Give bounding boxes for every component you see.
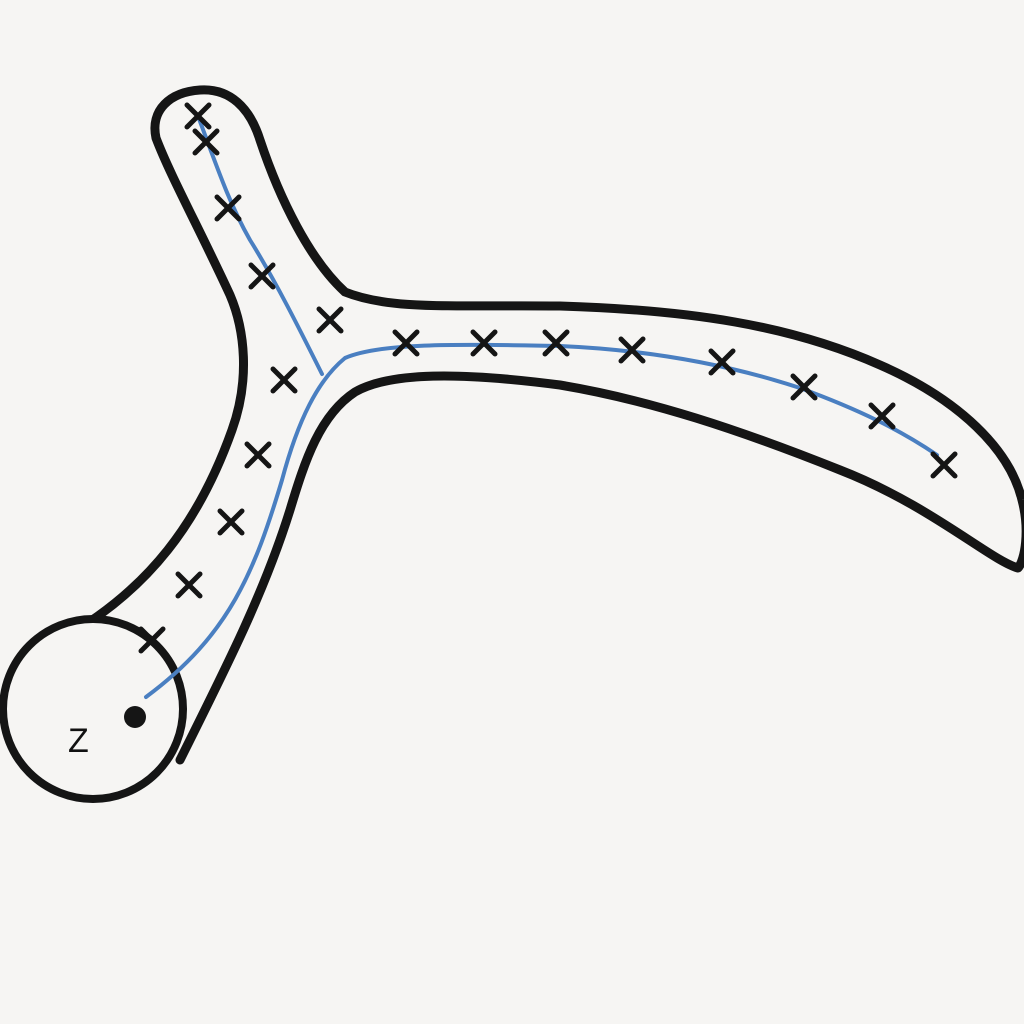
x-mark-stroke: [184, 102, 212, 130]
x-mark-stroke: [270, 366, 298, 394]
x-mark: [542, 329, 570, 357]
x-mark-stroke: [316, 306, 344, 334]
point-z-label: Z: [68, 722, 89, 760]
x-mark: [618, 336, 646, 364]
x-mark-stroke: [868, 402, 896, 430]
x-mark: [244, 441, 272, 469]
x-mark: [392, 329, 420, 357]
x-mark-stroke: [248, 262, 276, 290]
point-z-dot: [124, 706, 146, 728]
x-mark: [868, 402, 896, 430]
x-mark: [470, 329, 498, 357]
x-mark-stroke: [392, 329, 420, 357]
x-mark: [214, 194, 242, 222]
x-mark-stroke: [138, 626, 166, 654]
x-mark-stroke: [175, 571, 203, 599]
x-mark: [192, 128, 220, 156]
x-mark-stroke: [790, 373, 818, 401]
x-mark-stroke: [542, 329, 570, 357]
x-mark: [790, 373, 818, 401]
tube-end-cap: [0, 615, 187, 803]
x-mark: [708, 348, 736, 376]
x-mark: [270, 366, 298, 394]
x-mark-stroke: [618, 336, 646, 364]
x-mark: [138, 626, 166, 654]
x-mark-stroke: [214, 194, 242, 222]
x-mark-stroke: [192, 128, 220, 156]
tube-outline: [55, 85, 1024, 765]
x-mark-stroke: [470, 329, 498, 357]
x-mark: [184, 102, 212, 130]
x-mark-stroke: [930, 451, 958, 479]
x-mark: [930, 451, 958, 479]
centerline-upper-branch: [196, 114, 324, 376]
cross-marks: [138, 102, 958, 654]
x-mark-stroke: [217, 508, 245, 536]
x-mark-stroke: [244, 441, 272, 469]
centerline-main: [144, 342, 939, 699]
centerline-paths: [144, 114, 939, 699]
x-mark: [217, 508, 245, 536]
x-mark: [248, 262, 276, 290]
x-mark-stroke: [708, 348, 736, 376]
x-mark: [316, 306, 344, 334]
x-mark: [175, 571, 203, 599]
